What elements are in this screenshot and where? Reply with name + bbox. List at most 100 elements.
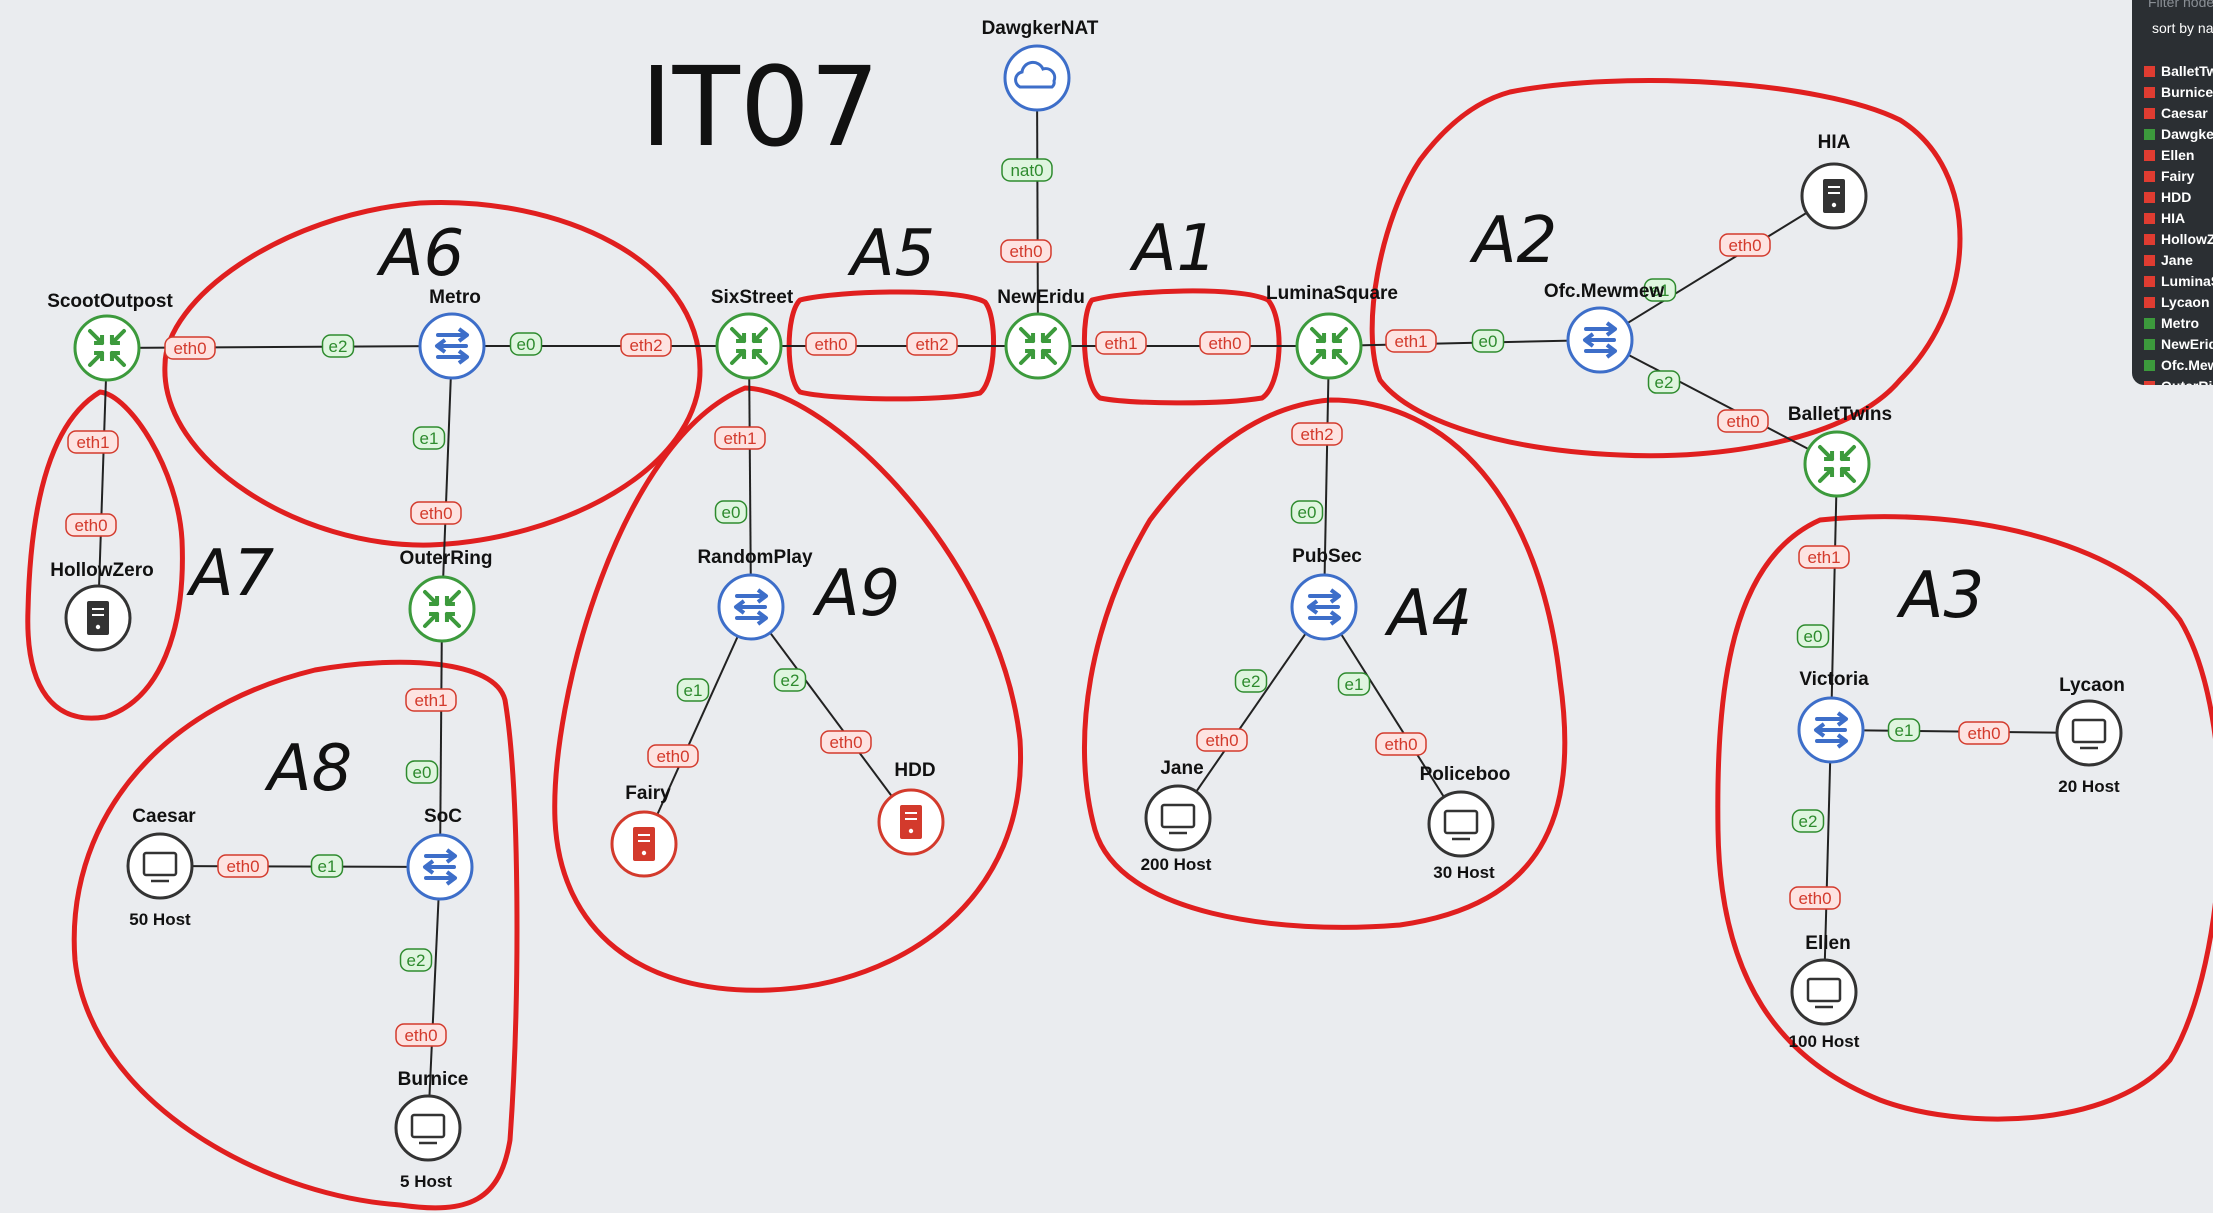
node-label: DawgkerNAT bbox=[982, 18, 1099, 39]
node-list-item[interactable]: HIA bbox=[2144, 208, 2213, 229]
node-list-item[interactable]: Ofc.Mew bbox=[2144, 355, 2213, 376]
node-list-item-label: Dawgker bbox=[2161, 126, 2213, 142]
router-icon bbox=[1803, 430, 1871, 498]
port-eth0-outerring: eth0 bbox=[410, 501, 462, 525]
area-label-a4: A4 bbox=[1384, 577, 1473, 651]
area-outline-a8 bbox=[71, 659, 520, 1211]
link-ofcmewmew-ballettwins[interactable] bbox=[1599, 339, 1838, 465]
port-e1-pubsec: e1 bbox=[1337, 672, 1371, 696]
node-victoria[interactable]: Victoria bbox=[1797, 669, 1869, 764]
node-luminasquare[interactable]: LuminaSquare bbox=[1266, 283, 1398, 380]
node-dawgkernat[interactable]: DawgkerNAT bbox=[982, 18, 1099, 112]
svg-text:eth1: eth1 bbox=[76, 433, 109, 452]
node-list-item[interactable]: OuterRin bbox=[2144, 376, 2213, 385]
port-eth0-hia: eth0 bbox=[1719, 233, 1771, 257]
node-ofcmewmew[interactable]: Ofc.Mewmew bbox=[1544, 281, 1665, 374]
svg-text:eth1: eth1 bbox=[1394, 332, 1427, 351]
node-scootoutpost[interactable]: ScootOutpost bbox=[47, 291, 173, 382]
svg-text:eth0: eth0 bbox=[419, 504, 452, 523]
node-label: Policeboo bbox=[1420, 764, 1511, 785]
links bbox=[97, 77, 2090, 1129]
node-list-panel[interactable]: Filter node sort by nam BalletTwiBurnice… bbox=[2132, 0, 2213, 385]
node-outerring[interactable]: OuterRing bbox=[400, 548, 493, 643]
node-sixstreet[interactable]: SixStreet bbox=[711, 287, 794, 380]
port-e2-pubsec: e2 bbox=[1234, 669, 1268, 693]
node-label: RandomPlay bbox=[697, 547, 813, 568]
node-list-item[interactable]: Caesar bbox=[2144, 103, 2213, 124]
node-metro[interactable]: Metro bbox=[418, 287, 486, 380]
node-pubsec[interactable]: PubSec bbox=[1290, 546, 1362, 641]
node-ballettwins[interactable]: BalletTwins bbox=[1788, 404, 1892, 498]
node-list-item[interactable]: Jane bbox=[2144, 250, 2213, 271]
port-eth0-ballettwins: eth0 bbox=[1717, 409, 1769, 433]
status-square-icon bbox=[2144, 234, 2155, 245]
node-list-item-label: HDD bbox=[2161, 189, 2192, 205]
svg-text:eth0: eth0 bbox=[1798, 889, 1831, 908]
node-list-item[interactable]: Lycaon bbox=[2144, 292, 2213, 313]
node-list-item[interactable]: LuminaS bbox=[2144, 271, 2213, 292]
node-list-item[interactable]: Ellen bbox=[2144, 145, 2213, 166]
svg-text:eth0: eth0 bbox=[1967, 724, 2000, 743]
node-list-item[interactable]: NewEridu bbox=[2144, 334, 2213, 355]
node-list-item[interactable]: Fairy bbox=[2144, 166, 2213, 187]
node-hdd[interactable]: HDD bbox=[877, 760, 945, 856]
node-label: SoC bbox=[424, 806, 462, 827]
port-e2-victoria: e2 bbox=[1791, 809, 1825, 833]
node-list-item-label: LuminaS bbox=[2161, 273, 2213, 289]
svg-text:eth0: eth0 bbox=[814, 335, 847, 354]
status-square-icon bbox=[2144, 318, 2155, 329]
port-eth1-neweridu: eth1 bbox=[1095, 331, 1147, 355]
node-list-item[interactable]: Burnice bbox=[2144, 82, 2213, 103]
node-neweridu[interactable]: NewEridu bbox=[997, 287, 1085, 380]
link-ballettwins-victoria[interactable] bbox=[1830, 463, 1838, 731]
link-randomplay-fairy[interactable] bbox=[643, 606, 752, 845]
node-hollowzero[interactable]: HollowZero bbox=[50, 560, 154, 652]
node-label: PubSec bbox=[1292, 546, 1362, 567]
svg-text:eth1: eth1 bbox=[414, 691, 447, 710]
link-luminasquare-ofcmewmew[interactable] bbox=[1328, 339, 1601, 347]
node-randomplay[interactable]: RandomPlay bbox=[697, 547, 813, 641]
link-pubsec-jane[interactable] bbox=[1177, 606, 1325, 819]
port-eth2-luminasquare: eth2 bbox=[1291, 422, 1343, 446]
svg-text:e1: e1 bbox=[420, 429, 439, 448]
node-fairy[interactable]: Fairy bbox=[610, 783, 678, 878]
link-randomplay-hdd[interactable] bbox=[750, 606, 912, 823]
node-list-item[interactable]: Dawgker bbox=[2144, 124, 2213, 145]
node-label: Caesar bbox=[132, 806, 196, 827]
svg-text:eth0: eth0 bbox=[656, 747, 689, 766]
link-sixstreet-randomplay[interactable] bbox=[748, 345, 752, 608]
node-hia[interactable]: HIA bbox=[1800, 132, 1868, 230]
link-metro-outerring[interactable] bbox=[441, 345, 453, 610]
sort-dropdown[interactable]: sort by nam bbox=[2152, 20, 2213, 36]
node-list-item[interactable]: HDD bbox=[2144, 187, 2213, 208]
area-label-a5: A5 bbox=[847, 217, 936, 291]
svg-text:eth1: eth1 bbox=[1807, 548, 1840, 567]
node-list-item[interactable]: HollowZe bbox=[2144, 229, 2213, 250]
port-eth2-sixstreet: eth2 bbox=[620, 333, 672, 357]
node-list-item[interactable]: Metro bbox=[2144, 313, 2213, 334]
link-victoria-ellen[interactable] bbox=[1823, 729, 1832, 993]
node-soc[interactable]: SoC bbox=[406, 806, 474, 901]
link-outerring-soc[interactable] bbox=[439, 608, 443, 868]
link-caesar-soc[interactable] bbox=[159, 865, 441, 868]
link-ofcmewmew-hia[interactable] bbox=[1599, 195, 1835, 341]
filter-input[interactable]: Filter node bbox=[2148, 0, 2213, 10]
router-icon bbox=[73, 314, 141, 382]
link-pubsec-policeboo[interactable] bbox=[1323, 606, 1462, 825]
link-scootoutpost-hollowzero[interactable] bbox=[97, 347, 108, 619]
node-list-item-label: Ofc.Mew bbox=[2161, 357, 2213, 373]
link-soc-burnice[interactable] bbox=[427, 866, 441, 1129]
node-list-item[interactable]: BalletTwi bbox=[2144, 61, 2213, 82]
link-luminasquare-pubsec[interactable] bbox=[1323, 345, 1330, 608]
link-dawgkernat-neweridu[interactable] bbox=[1036, 77, 1039, 347]
svg-text:eth0: eth0 bbox=[1009, 242, 1042, 261]
link-scootoutpost-metro[interactable] bbox=[106, 345, 453, 349]
port-e1-randomplay: e1 bbox=[676, 678, 710, 702]
